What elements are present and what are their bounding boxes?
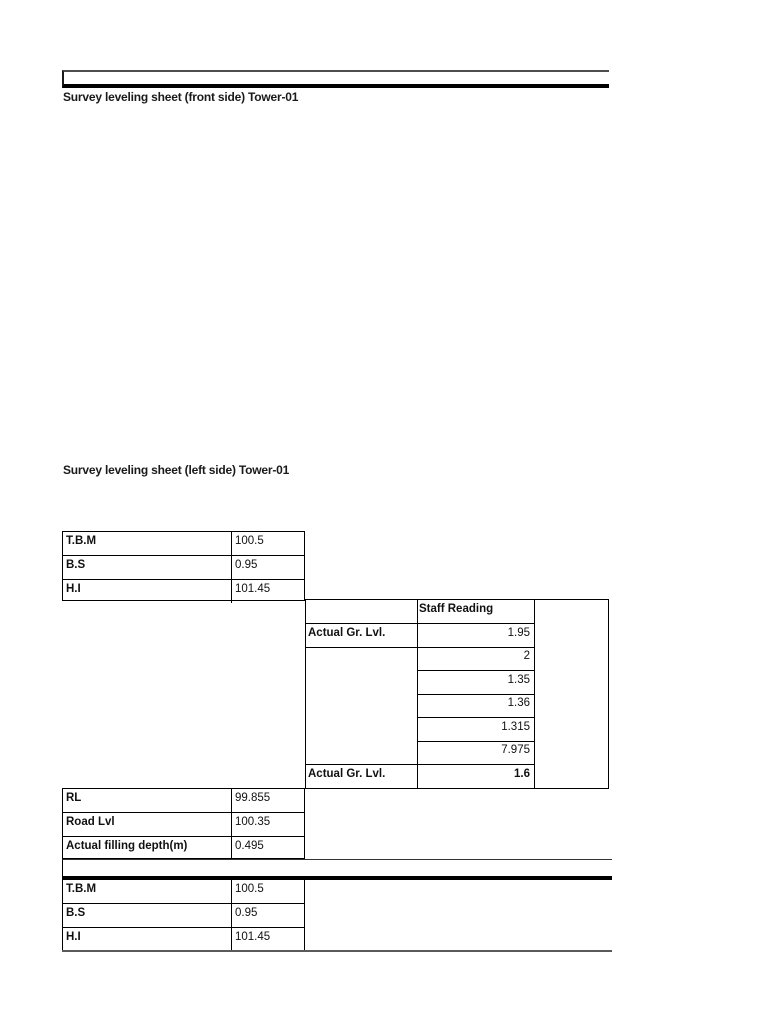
row-label: H.I <box>63 928 232 952</box>
table-row: H.I 101.45 <box>63 928 304 952</box>
actual-gr-lvl-value-top: 1.95 <box>507 627 530 639</box>
staff-reading-value: 1.35 <box>507 674 530 686</box>
table-row: B.S 0.95 <box>63 555 304 580</box>
title-front-side: Survey leveling sheet (front side) Tower… <box>63 90 299 104</box>
row-value: 0.495 <box>235 840 264 853</box>
title-left-side: Survey leveling sheet (left side) Tower-… <box>63 463 290 477</box>
row-label: B.S <box>63 904 232 928</box>
benchmark-table-bottom: T.B.M 100.5 B.S 0.95 H.I 101.45 <box>62 880 305 952</box>
staff-reading-value: 1.315 <box>501 721 530 733</box>
table-row: Actual filling depth(m) 0.495 <box>63 837 304 861</box>
row-label: B.S <box>63 555 232 579</box>
bottom-rule <box>62 950 612 952</box>
staff-reading-value: 1.36 <box>507 697 530 709</box>
table-row: T.B.M 100.5 <box>63 880 304 905</box>
benchmark-table-top: T.B.M 100.5 B.S 0.95 H.I 101.45 <box>62 531 305 603</box>
row-label: T.B.M <box>63 880 232 904</box>
row-value: 0.95 <box>235 907 258 920</box>
table-row: RL 99.855 <box>63 789 304 814</box>
actual-gr-lvl-label-bottom: Actual Gr. Lvl. <box>308 768 386 780</box>
separator-row <box>62 859 612 880</box>
row-value: 100.5 <box>235 883 264 895</box>
row-divider <box>417 694 535 695</box>
row-value: 100.35 <box>235 816 271 829</box>
staff-reading-table: Staff Reading Actual Gr. Lvl. 1.95 2 1.3… <box>305 599 609 789</box>
row-value: 0.95 <box>235 558 258 571</box>
level-result-table: RL 99.855 Road Lvl 100.35 Actual filling… <box>62 788 305 861</box>
row-label: T.B.M <box>63 532 232 555</box>
row-value: 101.45 <box>235 582 271 595</box>
table-row: T.B.M 100.5 <box>63 532 304 556</box>
row-label: H.I <box>63 579 232 603</box>
front-sheet-header-box <box>62 70 609 88</box>
row-value: 100.5 <box>235 535 264 547</box>
table-row: H.I 101.45 <box>63 579 304 603</box>
row-divider <box>417 717 535 718</box>
row-divider <box>306 647 535 648</box>
row-divider <box>306 764 535 765</box>
row-divider <box>417 670 535 671</box>
table-row: B.S 0.95 <box>63 904 304 929</box>
staff-reading-header: Staff Reading <box>419 603 494 615</box>
row-value: 101.45 <box>235 931 271 944</box>
row-label: Actual filling depth(m) <box>63 837 232 861</box>
row-label: RL <box>63 789 232 813</box>
row-divider <box>306 623 535 624</box>
staff-reading-value: 7.975 <box>501 744 530 756</box>
row-value: 99.855 <box>235 792 271 804</box>
table-row: Road Lvl 100.35 <box>63 813 304 838</box>
actual-gr-lvl-value-bottom: 1.6 <box>514 768 530 780</box>
staff-reading-value: 2 <box>523 650 530 662</box>
actual-gr-lvl-label-top: Actual Gr. Lvl. <box>308 627 386 639</box>
row-label: Road Lvl <box>63 813 232 837</box>
row-divider <box>417 741 535 742</box>
